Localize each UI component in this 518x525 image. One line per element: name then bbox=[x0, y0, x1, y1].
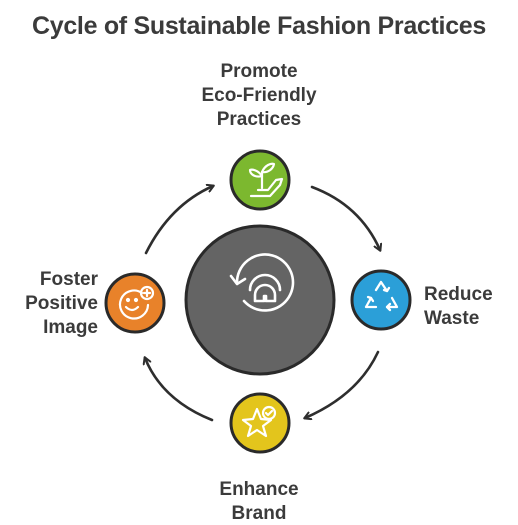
arrow-right-to-bottom bbox=[305, 350, 380, 418]
star-check-icon bbox=[241, 405, 277, 438]
label-line: Positive bbox=[25, 293, 98, 314]
cycle-icon bbox=[229, 253, 295, 312]
label-line: Eco-Friendly bbox=[201, 85, 317, 106]
label-promote: Promote Eco-Friendly Practices bbox=[159, 60, 359, 132]
center-hub bbox=[184, 224, 336, 376]
label-enhance-brand: Enhance Brand bbox=[189, 478, 329, 525]
node-enhance-brand bbox=[229, 392, 291, 454]
label-line: Foster bbox=[39, 269, 98, 290]
recycle-icon bbox=[364, 280, 399, 312]
node-promote bbox=[229, 149, 291, 211]
node-reduce-waste bbox=[350, 269, 412, 331]
label-line: Promote bbox=[220, 61, 298, 82]
diagram-title: Cycle of Sustainable Fashion Practices bbox=[31, 12, 487, 40]
label-foster-image: Foster Positive Image bbox=[6, 268, 98, 340]
label-line: Image bbox=[43, 317, 98, 338]
smile-plus-icon bbox=[118, 285, 155, 320]
arrow-top-to-right bbox=[310, 185, 380, 250]
arrow-left-to-top bbox=[144, 186, 213, 255]
label-line: Waste bbox=[424, 308, 480, 329]
arrow-bottom-to-left bbox=[145, 358, 214, 422]
label-reduce-waste: Reduce Waste bbox=[424, 283, 514, 331]
node-foster-image bbox=[104, 272, 166, 334]
label-line: Enhance bbox=[219, 479, 299, 500]
label-line: Brand bbox=[231, 503, 287, 524]
label-line: Reduce bbox=[424, 284, 493, 305]
label-line: Practices bbox=[216, 109, 302, 130]
plant-hand-icon bbox=[248, 162, 284, 198]
